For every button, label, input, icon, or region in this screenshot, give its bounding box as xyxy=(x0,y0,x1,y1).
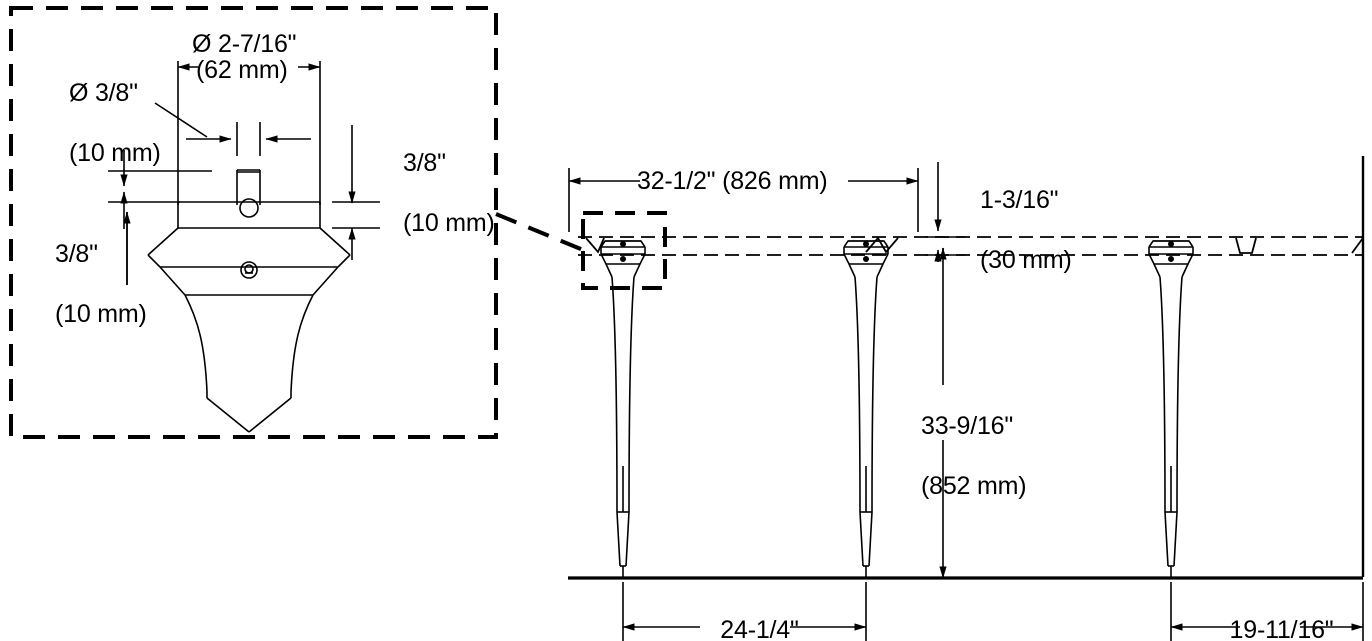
countertop xyxy=(578,236,1363,256)
dim-counter-thickness-label: 1-3/16" (30 mm) xyxy=(979,186,1072,274)
detail-dimension-lines xyxy=(108,61,380,285)
dim-cap-height-label: 3/8" (10 mm) xyxy=(402,149,495,237)
dim-leg-cap-diameter-metric: (62 mm) xyxy=(196,56,288,84)
dim-leg-cap-diameter-imperial: Ø 2-7/16" xyxy=(192,30,297,58)
dim-leg-spacing-left-label: 24-1/4" (616 mm) xyxy=(720,616,799,641)
leg-middle xyxy=(843,240,889,578)
detail-source-box xyxy=(581,211,667,290)
main-dimension-lines xyxy=(568,162,1364,641)
dim-leg-height-label: 33-9/16" (852 mm) xyxy=(920,412,1027,500)
dim-leg-spacing-right-label: 19-11/16" (500 mm) xyxy=(1229,616,1334,641)
detail-leader-line xyxy=(495,212,589,254)
dim-collar-height-label: 3/8" (10 mm) xyxy=(54,240,147,328)
leg-right xyxy=(1148,240,1194,578)
detail-enlargement-box-outline xyxy=(9,6,498,439)
dim-pin-diameter-label: Ø 3/8" (10 mm) xyxy=(68,79,161,167)
dim-overall-width-label: 32-1/2" (826 mm) xyxy=(637,167,828,195)
leg-left xyxy=(600,240,646,578)
countertop-break-symbols xyxy=(585,236,1364,254)
detail-leg-geometry xyxy=(147,169,351,433)
